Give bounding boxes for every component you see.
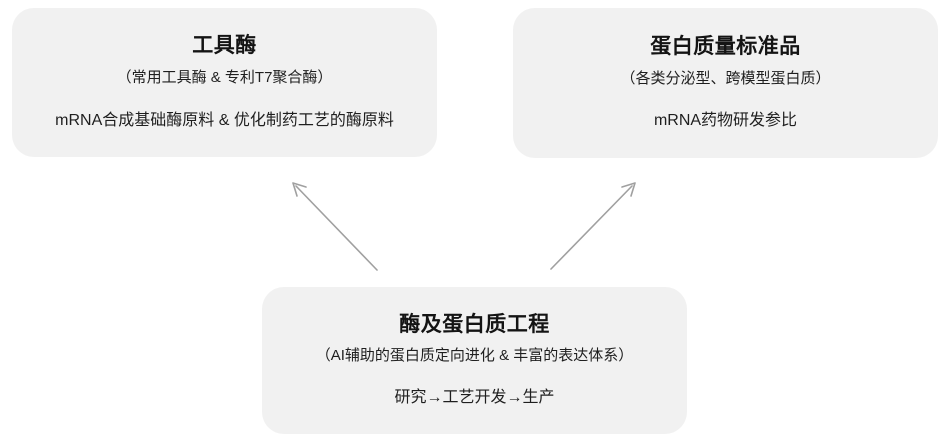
node-protein-standard[interactable]: 蛋白质量标准品 （各类分泌型、跨模型蛋白质） mRNA药物研发参比 xyxy=(513,8,938,158)
arrow-engineering-to-tool-enzyme xyxy=(292,182,378,271)
node-detail: mRNA药物研发参比 xyxy=(653,112,798,130)
node-tool-enzyme[interactable]: 工具酶 （常用工具酶 & 专利T7聚合酶） mRNA合成基础酶原料 & 优化制药… xyxy=(12,8,437,157)
node-detail: 研究→工艺开发→生产 xyxy=(394,388,555,406)
node-subtitle: （各类分泌型、跨模型蛋白质） xyxy=(620,69,831,87)
node-subtitle: （常用工具酶 & 专利T7聚合酶） xyxy=(116,69,333,87)
node-title: 工具酶 xyxy=(192,34,257,58)
arrow-engineering-to-protein-standard xyxy=(550,182,636,270)
node-title: 酶及蛋白质工程 xyxy=(399,313,550,337)
arrow-head xyxy=(292,182,307,197)
arrow-shaft xyxy=(550,185,633,270)
arrow-shaft xyxy=(295,185,378,271)
node-title: 蛋白质量标准品 xyxy=(650,34,801,58)
node-subtitle: （AI辅助的蛋白质定向进化 & 丰富的表达体系） xyxy=(315,347,634,365)
node-enzyme-protein-engineering[interactable]: 酶及蛋白质工程 （AI辅助的蛋白质定向进化 & 丰富的表达体系） 研究→工艺开发… xyxy=(262,287,687,434)
node-detail: mRNA合成基础酶原料 & 优化制药工艺的酶原料 xyxy=(55,111,394,129)
arrow-head xyxy=(621,182,636,197)
